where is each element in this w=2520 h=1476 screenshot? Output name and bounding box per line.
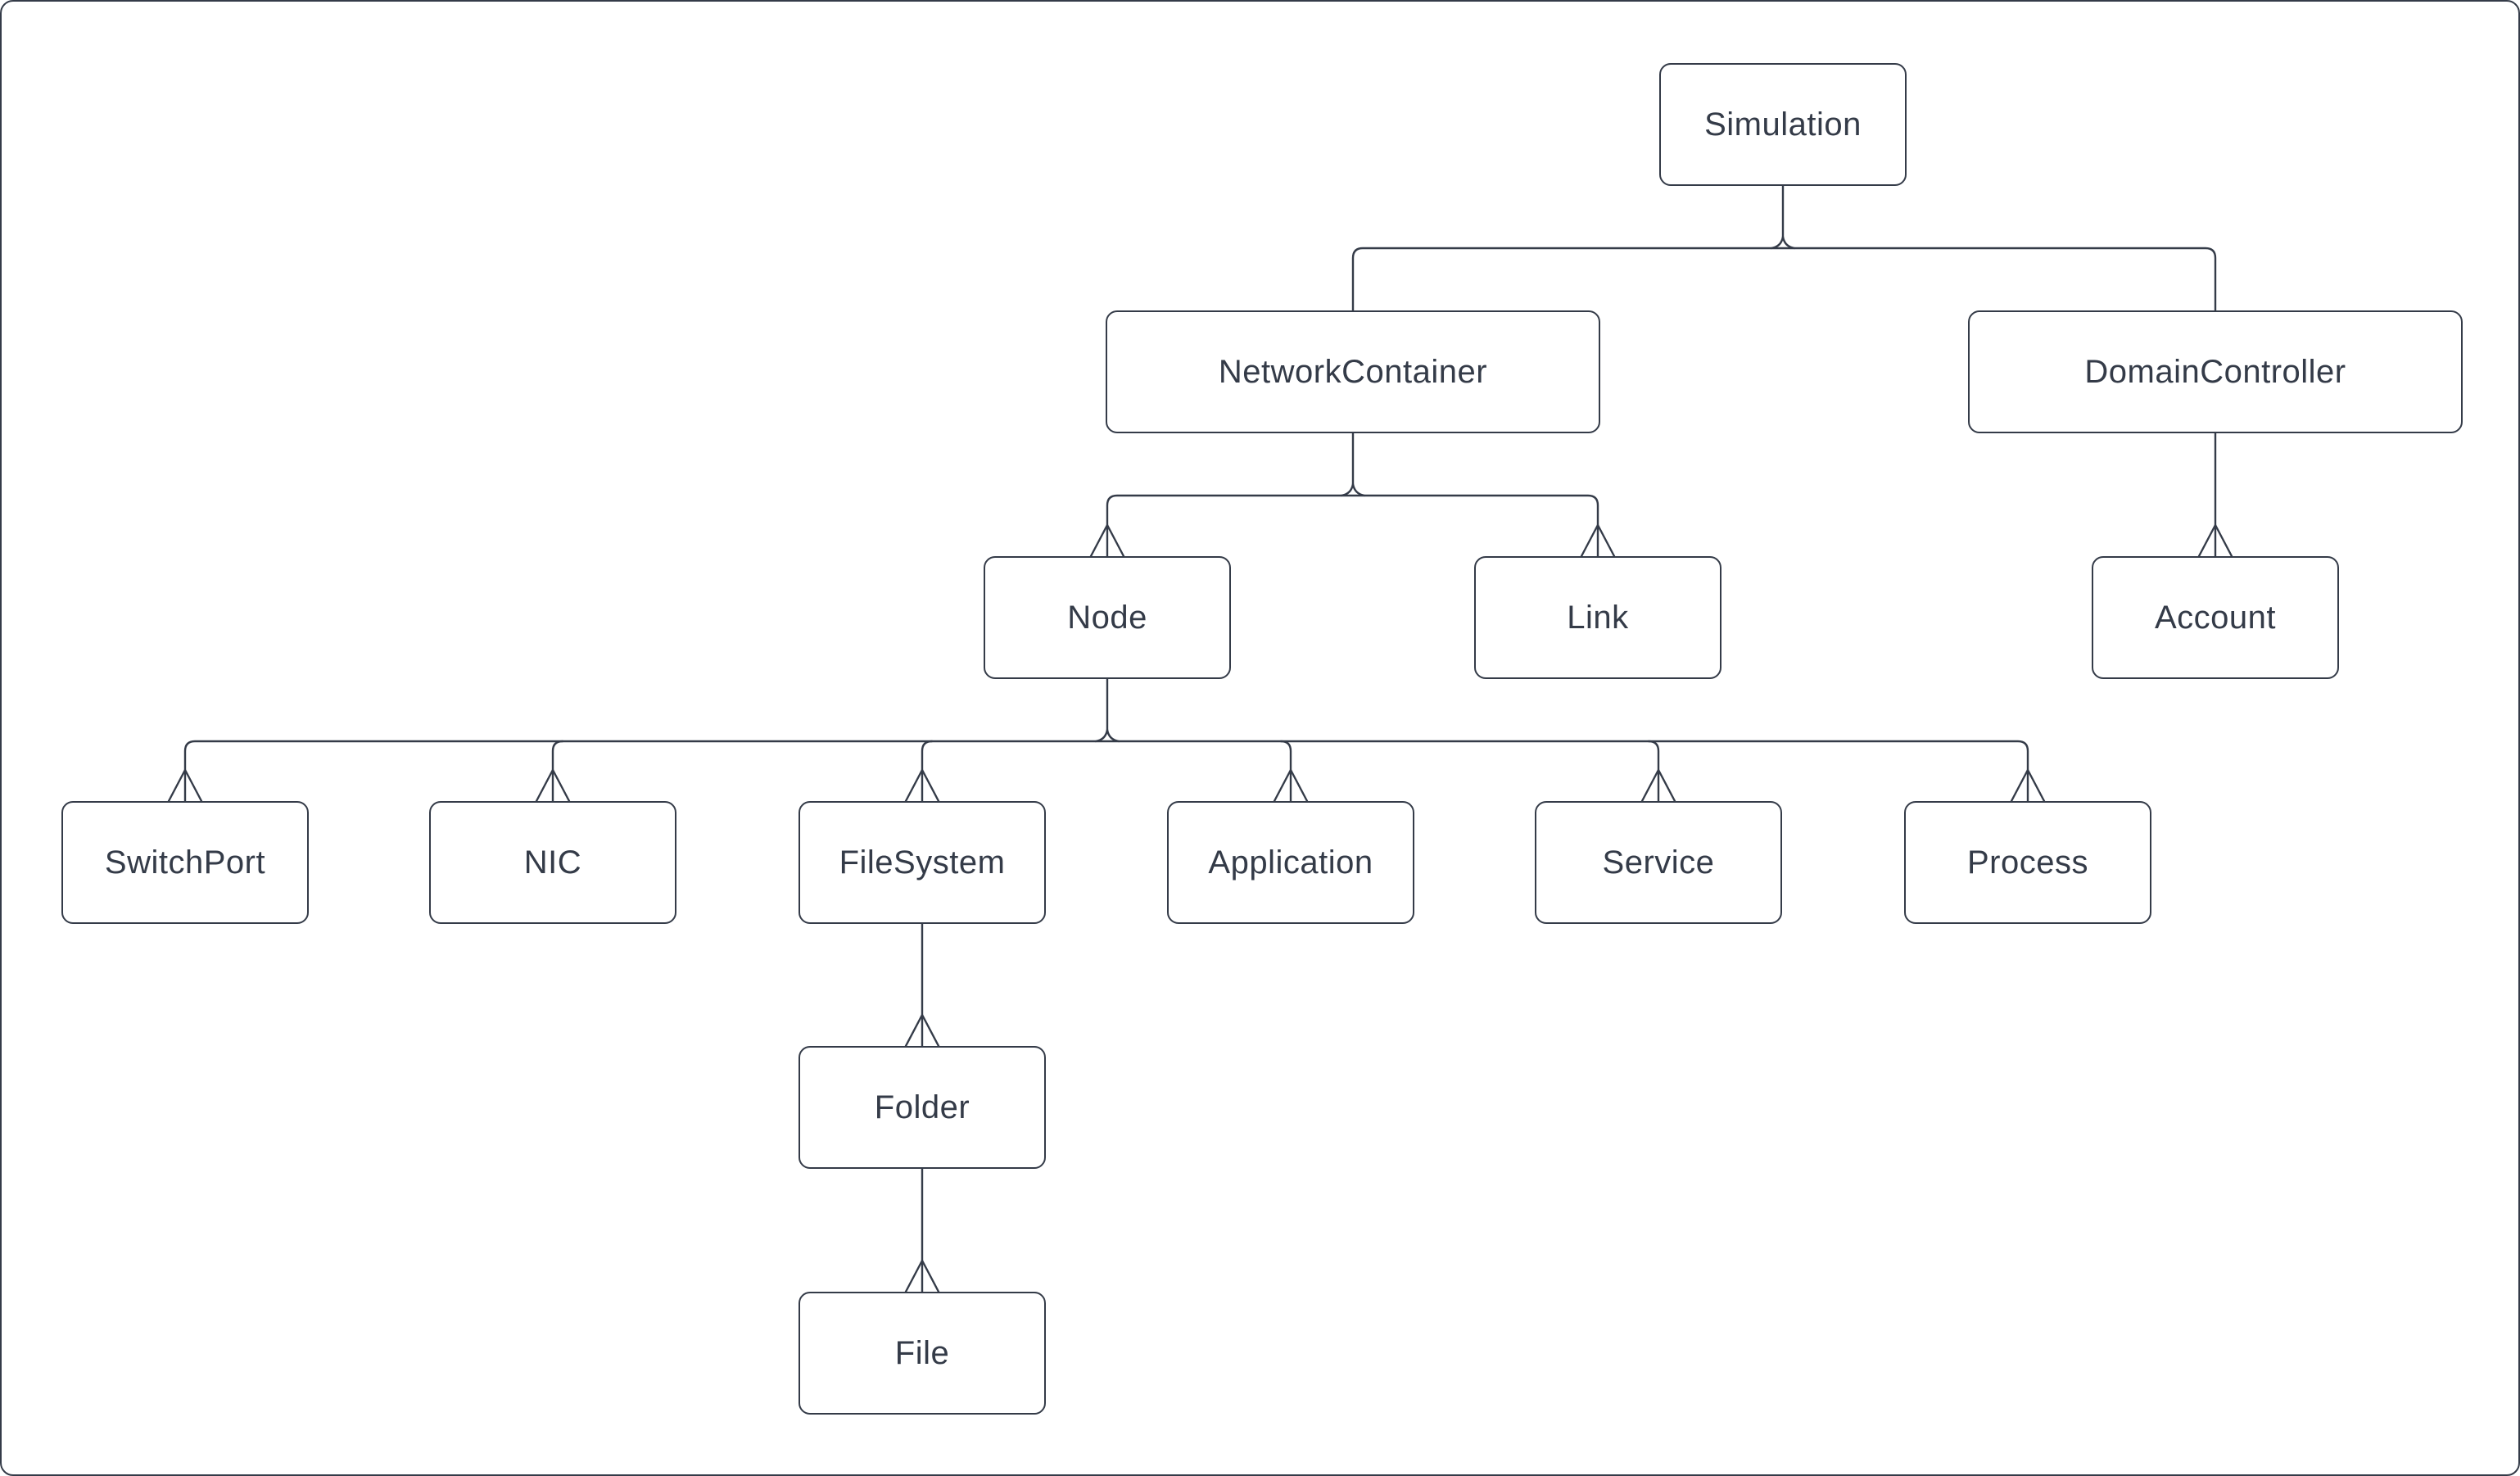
node-label: DomainController (2084, 354, 2346, 390)
up-arrowhead-nic (535, 768, 571, 803)
branch-networkcontainer-children (1106, 494, 1599, 558)
node-label: File (894, 1335, 950, 1371)
up-arrowhead-folder (904, 1013, 940, 1048)
node-application[interactable]: Application (1167, 801, 1414, 924)
up-arrowhead-file (904, 1259, 940, 1293)
branch-simulation-children (1351, 247, 2217, 312)
node-process[interactable]: Process (1904, 801, 2151, 924)
up-arrowhead-link (1580, 523, 1616, 558)
node-label: Application (1208, 844, 1373, 881)
up-arrowhead-service (1640, 768, 1676, 803)
node-link[interactable]: Link (1474, 556, 1721, 679)
node-label: SwitchPort (104, 844, 266, 881)
node-file[interactable]: File (799, 1292, 1046, 1415)
node-label: Account (2154, 600, 2277, 636)
node-networkcontainer[interactable]: NetworkContainer (1106, 310, 1600, 433)
up-arrowhead-node (1089, 523, 1125, 558)
node-folder[interactable]: Folder (799, 1046, 1046, 1169)
node-label: Folder (874, 1089, 970, 1125)
node-nic[interactable]: NIC (429, 801, 676, 924)
up-arrowhead-filesystem (904, 768, 940, 803)
drop-nic (551, 740, 564, 803)
up-arrowhead-process (2010, 768, 2046, 803)
node-switchport[interactable]: SwitchPort (61, 801, 309, 924)
node-label: Service (1602, 844, 1715, 881)
up-arrowhead-account (2197, 523, 2233, 558)
node-label: Link (1567, 600, 1629, 636)
branch-node-children (183, 740, 2029, 803)
junction-peak-networkcontainer (1340, 482, 1366, 497)
junction-peak-node (1094, 728, 1120, 743)
node-domaincontroller[interactable]: DomainController (1968, 310, 2463, 433)
node-label: NIC (523, 844, 582, 881)
up-arrowhead-application (1273, 768, 1309, 803)
up-arrowheads (167, 523, 2233, 1293)
node-label: Process (1967, 844, 2088, 881)
tree-connectors (183, 184, 2217, 1293)
drop-filesystem (921, 740, 934, 803)
node-simulation[interactable]: Simulation (1659, 63, 1907, 186)
node-label: NetworkContainer (1218, 354, 1488, 390)
drop-service (1647, 740, 1660, 803)
node-label: Node (1067, 600, 1147, 636)
node-service[interactable]: Service (1535, 801, 1782, 924)
node-filesystem[interactable]: FileSystem (799, 801, 1046, 924)
node-account[interactable]: Account (2092, 556, 2339, 679)
node-label: Simulation (1704, 106, 1862, 143)
node-label: FileSystem (839, 844, 1006, 881)
drop-application (1279, 740, 1292, 803)
junction-peak-simulation (1770, 235, 1796, 250)
up-arrowhead-switchport (167, 768, 203, 803)
node-node[interactable]: Node (984, 556, 1231, 679)
